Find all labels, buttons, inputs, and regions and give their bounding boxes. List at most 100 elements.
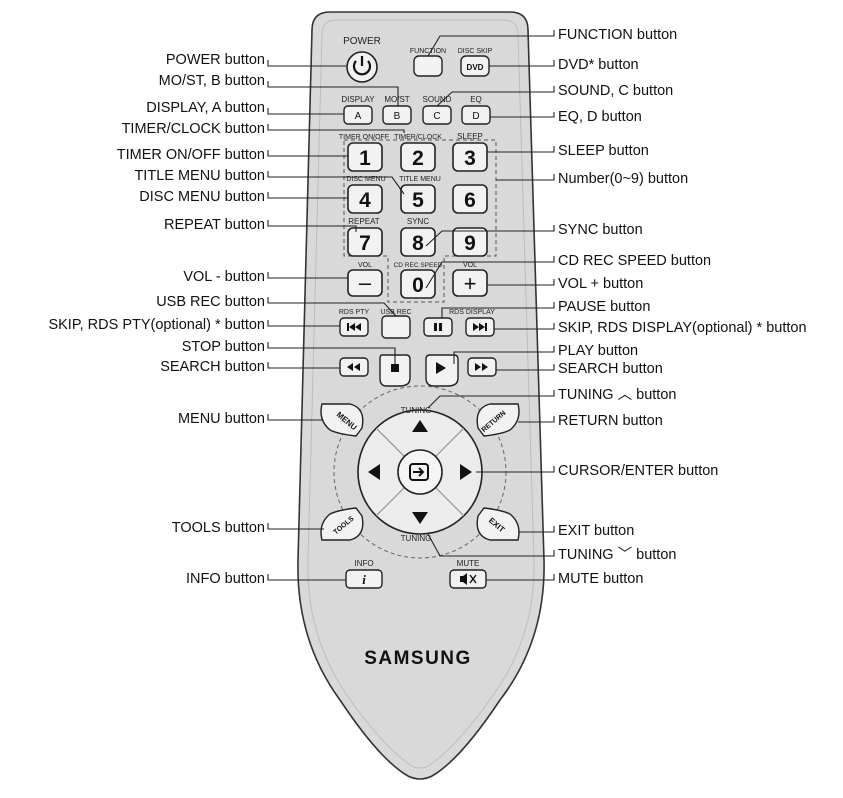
number-key-8[interactable]: 8: [400, 227, 436, 257]
arrow-up-icon: [412, 420, 428, 432]
usb-rec-button[interactable]: [381, 315, 411, 339]
callout-tuning-up: TUNING ︿ button: [558, 387, 676, 403]
skip-prev-button[interactable]: [339, 317, 369, 337]
cursor-left-button[interactable]: [368, 464, 380, 480]
callout-exit: EXIT button: [558, 523, 634, 539]
callout-vol-plus: VOL + button: [558, 276, 643, 292]
info-key-text: i: [362, 572, 366, 587]
callout-vol-minus: VOL - button: [183, 269, 265, 285]
vol-minus-button[interactable]: –: [347, 269, 383, 297]
callout-search-left: SEARCH button: [160, 359, 265, 375]
info-button[interactable]: i: [345, 569, 383, 589]
callout-power: POWER button: [166, 52, 265, 68]
rds-display-label: RDS DISPLAY: [449, 309, 495, 316]
callout-play: PLAY button: [558, 343, 638, 359]
vol-plus-button[interactable]: +: [452, 269, 488, 297]
cursor-right-button[interactable]: [460, 464, 472, 480]
pause-button[interactable]: [423, 317, 453, 337]
vol-plus-label: VOL: [463, 262, 477, 269]
number-key-5[interactable]: 5: [400, 184, 436, 214]
cursor-down-button[interactable]: [412, 512, 428, 524]
display-a-button[interactable]: [343, 105, 373, 125]
fast-forward-icon: [475, 363, 488, 371]
number-key-4[interactable]: 4: [347, 184, 383, 214]
callout-title-menu: TITLE MENU button: [134, 168, 265, 184]
brand-logo: SAMSUNG: [364, 648, 472, 669]
left-callouts: POWER button MO/ST, B button DISPLAY, A …: [48, 52, 265, 587]
callout-function: FUNCTION button: [558, 27, 677, 43]
function-label: FUNCTION: [410, 48, 446, 55]
function-button[interactable]: [413, 55, 443, 77]
rewind-icon: [347, 363, 360, 371]
key-a-text: A: [355, 111, 362, 122]
play-button[interactable]: [425, 354, 459, 387]
vol-plus-key-text: +: [464, 271, 477, 296]
skip-previous-icon: [347, 323, 361, 331]
title-menu-label: TITLE MENU: [399, 176, 441, 183]
number-key-1[interactable]: 1: [347, 142, 383, 172]
search-back-button[interactable]: [339, 357, 369, 377]
remote-inner-edge: [307, 19, 535, 769]
callout-timer-onoff: TIMER ON/OFF button: [117, 147, 265, 163]
callout-return: RETURN button: [558, 413, 663, 429]
vol-minus-key-text: –: [359, 270, 372, 295]
dvd-key-text: DVD: [467, 63, 484, 72]
callout-skip-rds-display: SKIP, RDS DISPLAY(optional) * button: [558, 320, 807, 336]
number-key-8-text: 8: [412, 232, 424, 255]
right-callouts: FUNCTION button DVD* button SOUND, C but…: [558, 27, 807, 587]
number-key-6[interactable]: 6: [452, 184, 488, 214]
left-leader-lines: [267, 60, 405, 581]
callout-eq-d: EQ, D button: [558, 109, 642, 125]
timer-clock-label: TIMER/CLOCK: [394, 134, 442, 141]
callout-number: Number(0~9) button: [558, 171, 688, 187]
eq-d-button[interactable]: [461, 105, 491, 125]
callout-info: INFO button: [186, 571, 265, 587]
cd-rec-speed-label: CD REC SPEED: [394, 262, 443, 269]
number-key-3-text: 3: [464, 147, 476, 170]
callout-tuning-down: TUNING ﹀ button: [558, 546, 676, 563]
power-label: POWER: [343, 36, 381, 47]
key-b-text: B: [394, 111, 401, 122]
mute-label: MUTE: [457, 559, 480, 568]
callout-skip-rds-pty: SKIP, RDS PTY(optional) * button: [48, 317, 265, 333]
callout-display-a: DISPLAY, A button: [146, 100, 265, 116]
power-button[interactable]: [346, 51, 378, 83]
rds-pty-label: RDS PTY: [339, 309, 370, 316]
number-key-9[interactable]: 9: [452, 227, 488, 257]
tools-button[interactable]: TOOLS: [320, 507, 364, 541]
display-label: DISPLAY: [341, 95, 375, 104]
arrow-left-icon: [368, 464, 380, 480]
callout-search-right: SEARCH button: [558, 361, 663, 377]
mute-button[interactable]: [449, 569, 487, 589]
sync-label: SYNC: [407, 217, 429, 226]
callout-timer-clock: TIMER/CLOCK button: [122, 121, 265, 137]
number-key-7[interactable]: 7: [347, 227, 383, 257]
skip-next-button[interactable]: [465, 317, 495, 337]
callout-repeat: REPEAT button: [164, 217, 265, 233]
callout-dvd: DVD* button: [558, 57, 639, 73]
callout-tools: TOOLS button: [172, 520, 265, 536]
number-key-2[interactable]: 2: [400, 142, 436, 172]
most-b-button[interactable]: [382, 105, 412, 125]
callout-sync: SYNC button: [558, 222, 643, 238]
menu-button[interactable]: MENU: [320, 403, 364, 437]
enter-button[interactable]: [397, 449, 443, 495]
number-key-7-text: 7: [359, 232, 371, 255]
number-key-3[interactable]: 3: [452, 142, 488, 172]
right-leader-lines: [425, 30, 555, 581]
number-key-2-text: 2: [412, 147, 424, 170]
number-key-0[interactable]: 0: [400, 269, 436, 299]
callout-pause: PAUSE button: [558, 299, 650, 315]
return-button[interactable]: RETURN: [476, 403, 520, 437]
callout-cd-rec-speed: CD REC SPEED button: [558, 253, 711, 269]
number-key-0-text: 0: [412, 274, 424, 297]
tuning-down-label: TUNING: [401, 534, 432, 543]
search-forward-button[interactable]: [467, 357, 497, 377]
cursor-up-button[interactable]: [412, 420, 428, 432]
callout-mute: MUTE button: [558, 571, 643, 587]
exit-button[interactable]: EXIT: [476, 507, 520, 541]
pause-icon: [434, 323, 442, 331]
callout-usb-rec: USB REC button: [156, 294, 265, 310]
stop-button[interactable]: [379, 354, 411, 387]
